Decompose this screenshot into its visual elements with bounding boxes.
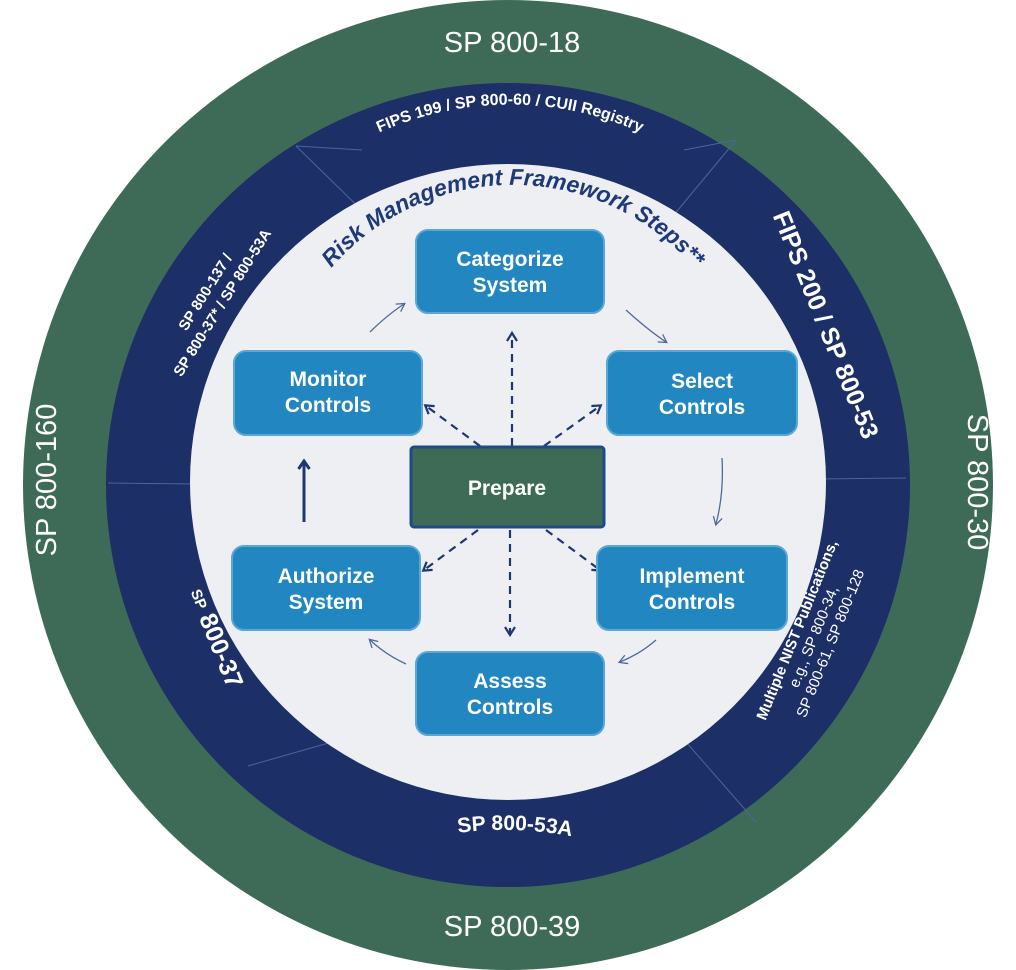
step-select-line1: Select <box>671 370 733 393</box>
step-assess-line2: Controls <box>467 696 553 719</box>
step-select: Select Controls <box>606 350 798 436</box>
step-implement-box <box>596 545 788 631</box>
step-categorize: Categorize System <box>415 229 605 314</box>
dash-arrow-upper-left <box>423 404 481 447</box>
step-prepare-label: Prepare <box>468 477 546 500</box>
arrow-assess-to-authorize <box>368 638 407 665</box>
step-implement: Implement Controls <box>596 545 788 631</box>
arrow-select-to-implement <box>712 457 724 527</box>
step-authorize-line1: Authorize <box>278 565 375 588</box>
arrow-monitor-to-categorize <box>369 302 406 333</box>
cycle-arrows <box>297 302 724 665</box>
step-select-line2: Controls <box>659 396 745 419</box>
step-prepare-box <box>409 445 606 529</box>
step-implement-line2: Controls <box>649 591 735 614</box>
step-monitor: Monitor Controls <box>233 350 423 436</box>
step-assess: Assess Controls <box>415 651 605 736</box>
step-monitor-line2: Controls <box>285 394 371 417</box>
step-categorize-line1: Categorize <box>456 248 563 271</box>
dash-arrow-lower-right <box>545 529 603 572</box>
dash-arrow-lower-left <box>421 529 479 572</box>
step-categorize-box <box>415 229 605 314</box>
prepare-arrows <box>421 330 603 638</box>
arrow-categorize-to-select <box>625 309 668 344</box>
step-implement-line1: Implement <box>639 565 744 588</box>
arrow-implement-to-assess <box>617 639 657 665</box>
step-assess-line1: Assess <box>473 670 547 693</box>
step-monitor-line1: Monitor <box>290 368 367 391</box>
outer-label-top: SP 800-18 <box>444 27 581 59</box>
outer-label-left: SP 800-160 <box>31 404 63 557</box>
step-prepare: Prepare <box>409 445 606 529</box>
step-authorize: Authorize System <box>231 545 421 631</box>
dash-arrow-upper-right <box>543 404 603 447</box>
step-categorize-line2: System <box>473 274 548 297</box>
step-assess-box <box>415 651 605 736</box>
step-authorize-box <box>231 545 421 631</box>
step-authorize-line2: System <box>289 591 364 614</box>
step-select-box <box>606 350 798 436</box>
outer-label-right: SP 800-30 <box>961 414 993 551</box>
step-monitor-box <box>233 350 423 436</box>
band-label-bottom-left-small: SP <box>187 587 210 612</box>
outer-label-bottom: SP 800-39 <box>444 911 581 943</box>
